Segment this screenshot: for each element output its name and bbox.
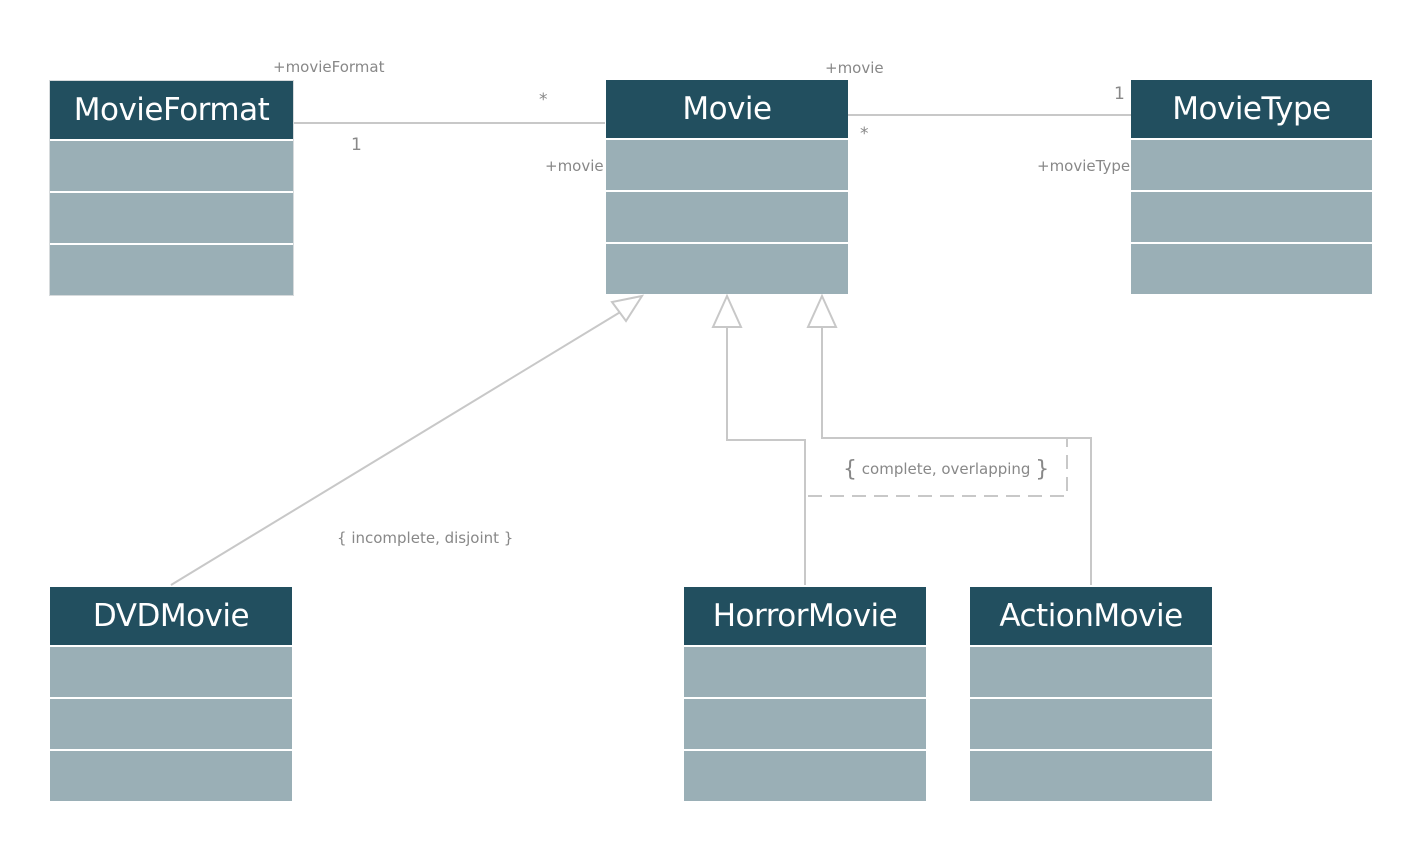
- role-label-movie-left: +movie: [545, 157, 604, 175]
- class-movietype-extra[interactable]: [1131, 244, 1372, 294]
- class-horrormovie-extra[interactable]: [684, 751, 926, 801]
- class-movietype-attributes[interactable]: [1131, 140, 1372, 190]
- generalization-action-arrowhead: [806, 293, 838, 328]
- class-movietype[interactable]: MovieType: [1131, 80, 1372, 294]
- class-movie-extra[interactable]: [606, 244, 848, 294]
- class-movietype-title: MovieType: [1131, 80, 1372, 138]
- multiplicity-format-side: 1: [351, 135, 362, 155]
- constraint-dashed-connector: [808, 438, 1068, 497]
- class-movieformat-title: MovieFormat: [50, 81, 293, 139]
- generalization-action-line[interactable]: [821, 327, 1092, 585]
- class-horrormovie-operations[interactable]: [684, 699, 926, 749]
- class-dvdmovie-operations[interactable]: [50, 699, 292, 749]
- role-label-movie-right: +movie: [825, 59, 884, 77]
- constraint-incomplete-disjoint-text: incomplete, disjoint: [351, 529, 500, 547]
- constraint-incomplete-disjoint: { incomplete, disjoint }: [337, 531, 513, 546]
- class-movietype-operations[interactable]: [1131, 192, 1372, 242]
- class-actionmovie-operations[interactable]: [970, 699, 1212, 749]
- generalization-dvd-arrowhead: [610, 294, 645, 323]
- constraint-complete-overlapping-text: complete, overlapping: [861, 460, 1031, 478]
- constraint-complete-overlapping: { complete, overlapping }: [843, 459, 1049, 481]
- multiplicity-type-side: 1: [1114, 84, 1125, 104]
- class-actionmovie-attributes[interactable]: [970, 647, 1212, 697]
- role-label-movietype: +movieType: [1037, 157, 1131, 175]
- class-movieformat-extra[interactable]: [50, 245, 293, 295]
- brace-open: {: [337, 529, 347, 547]
- generalization-horror-arrowhead: [711, 293, 743, 328]
- class-dvdmovie[interactable]: DVDMovie: [50, 587, 292, 801]
- multiplicity-movie-side-left: *: [539, 90, 548, 110]
- multiplicity-movie-side-right: *: [860, 124, 869, 144]
- brace-open: {: [843, 457, 857, 482]
- class-movie-title: Movie: [606, 80, 848, 138]
- class-horrormovie-attributes[interactable]: [684, 647, 926, 697]
- generalization-horror-line[interactable]: [726, 327, 806, 585]
- class-horrormovie[interactable]: HorrorMovie: [684, 587, 926, 801]
- role-label-movieformat: +movieFormat: [273, 58, 385, 76]
- class-actionmovie-title: ActionMovie: [970, 587, 1212, 645]
- class-movie[interactable]: Movie: [606, 80, 848, 294]
- class-movieformat[interactable]: MovieFormat: [49, 80, 294, 296]
- class-actionmovie[interactable]: ActionMovie: [970, 587, 1212, 801]
- class-movie-attributes[interactable]: [606, 140, 848, 190]
- generalization-dvd-line[interactable]: [170, 310, 623, 586]
- brace-close: }: [1035, 457, 1050, 482]
- class-horrormovie-title: HorrorMovie: [684, 587, 926, 645]
- class-dvdmovie-extra[interactable]: [50, 751, 292, 801]
- class-movieformat-attributes[interactable]: [50, 141, 293, 191]
- class-actionmovie-extra[interactable]: [970, 751, 1212, 801]
- brace-close: }: [503, 529, 514, 547]
- class-dvdmovie-attributes[interactable]: [50, 647, 292, 697]
- class-dvdmovie-title: DVDMovie: [50, 587, 292, 645]
- class-movieformat-operations[interactable]: [50, 193, 293, 243]
- class-movie-operations[interactable]: [606, 192, 848, 242]
